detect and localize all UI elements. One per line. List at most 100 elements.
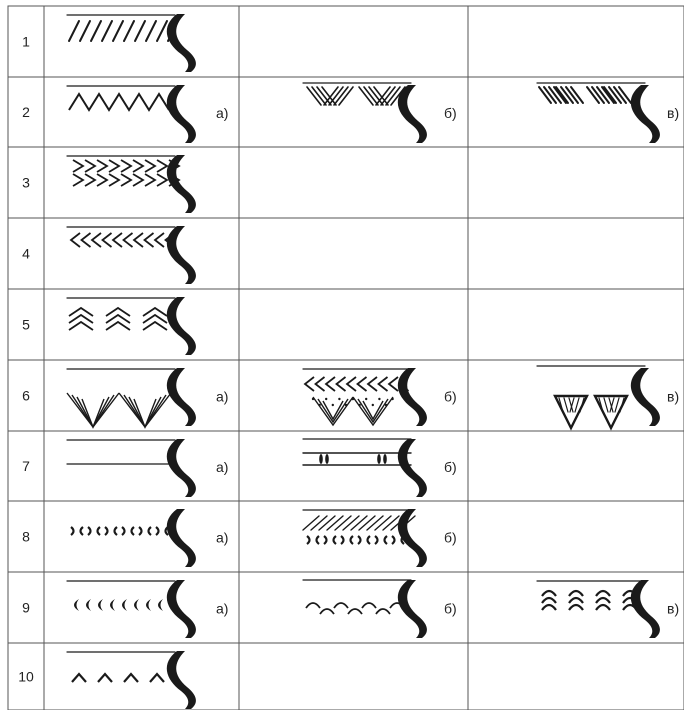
chevron-mark [103, 233, 112, 247]
crescent-mark [156, 527, 159, 535]
herringbone-chevron [97, 160, 107, 172]
vertical-mark [377, 454, 381, 464]
chevron-mark [82, 233, 91, 247]
crescent-mark [385, 536, 388, 544]
crescent-mark [71, 527, 74, 535]
ornament-cell: а) [67, 368, 228, 427]
chevron-mark [358, 377, 367, 391]
ornament-cell [67, 14, 196, 72]
rim-profile [167, 651, 196, 709]
herringbone-chevron [85, 160, 95, 172]
dot-mark [338, 398, 340, 400]
herringbone-chevron [157, 160, 167, 172]
rim-profile [631, 85, 660, 143]
ornament-cell: а) [67, 439, 228, 497]
hatch-stroke [135, 21, 145, 41]
crescent-mark [122, 527, 125, 535]
dot-mark [365, 398, 367, 400]
angle-mark [98, 674, 112, 682]
dot-mark [332, 404, 334, 406]
vertical-mark [383, 454, 387, 464]
angle-mark [72, 674, 86, 682]
ornament-cell: б) [303, 368, 457, 426]
hatch-stroke [335, 516, 351, 530]
crescent-mark [392, 536, 395, 544]
row-number: 10 [18, 669, 34, 685]
chevron-mark [134, 233, 143, 247]
herringbone-chevron [157, 174, 167, 186]
arch-mark [542, 591, 556, 596]
crescent-mark [74, 599, 79, 611]
ornament-cell: а) [67, 580, 228, 638]
hatch-stroke [359, 516, 375, 530]
herringbone-chevron [121, 174, 131, 186]
hatch-stroke [564, 398, 568, 412]
chevron-mark [124, 233, 133, 247]
hatch-stroke [102, 21, 112, 41]
chevron-mark [145, 233, 154, 247]
variant-label: б) [444, 601, 457, 617]
dot-mark [385, 404, 387, 406]
herringbone-chevron [109, 174, 119, 186]
hatch-stroke [80, 21, 90, 41]
hatch-stroke [157, 21, 167, 41]
arch-mark [596, 591, 610, 596]
ornament-cell: б) [303, 509, 457, 567]
hatch-stroke [319, 516, 335, 530]
row-number: 9 [22, 600, 30, 616]
crescent-mark [341, 536, 344, 544]
hatch-stroke [327, 516, 343, 530]
rim-profile [398, 368, 427, 426]
hatch-stroke [311, 516, 327, 530]
arch-mark [306, 603, 320, 608]
crescent-mark [324, 536, 327, 544]
rim-profile [167, 226, 196, 284]
row-number: 1 [22, 34, 30, 50]
crescent-mark [139, 527, 142, 535]
herringbone-chevron [145, 174, 155, 186]
row-number: 2 [22, 104, 30, 120]
crescent-mark [132, 527, 135, 535]
ornament-cell: б) [303, 83, 457, 143]
herringbone-chevron [97, 174, 107, 186]
crescent-mark [351, 536, 354, 544]
hatch-stroke [367, 516, 383, 530]
crescent-mark [146, 599, 151, 611]
ornament-cell [67, 297, 196, 355]
rim-profile [167, 155, 196, 213]
chevron-mark [337, 377, 346, 391]
ornament-row: 6а)б)в) [22, 366, 679, 428]
ornament-cell [67, 155, 196, 213]
hatch-stroke [604, 398, 608, 412]
chevron-mark [71, 233, 80, 247]
crescent-mark [105, 527, 108, 535]
chevron-mark [368, 377, 377, 391]
chevron-mark [379, 377, 388, 391]
chevron-mark [347, 377, 356, 391]
dot-mark [378, 398, 380, 400]
rim-profile [167, 297, 196, 355]
crescent-mark [88, 527, 91, 535]
arch-mark [569, 591, 583, 596]
dot-mark [372, 404, 374, 406]
hatch-stroke [124, 21, 134, 41]
crescent-mark [158, 599, 163, 611]
crescent-mark [149, 527, 152, 535]
crescent-mark [368, 536, 371, 544]
chevron-mark [316, 377, 325, 391]
arch-mark [542, 605, 556, 610]
rim-profile [398, 580, 427, 638]
arch-mark [362, 603, 376, 608]
nested-chevron [106, 322, 130, 330]
rim-profile [167, 580, 196, 638]
herringbone-chevron [133, 160, 143, 172]
rim-profile [167, 14, 196, 72]
ornament-row: 4 [22, 226, 196, 284]
dot-mark [318, 404, 320, 406]
variant-label: а) [216, 530, 228, 546]
ornament-cell [67, 651, 196, 709]
variant-label: а) [216, 601, 228, 617]
